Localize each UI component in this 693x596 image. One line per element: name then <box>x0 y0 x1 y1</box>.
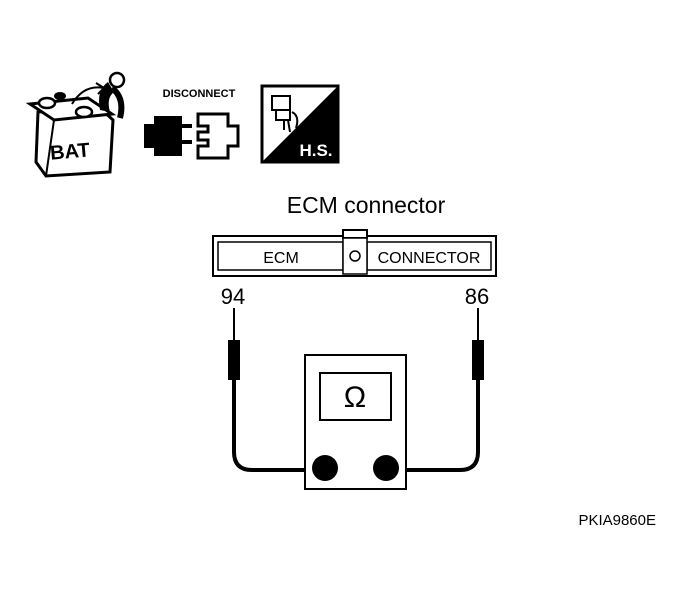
harness-side-label: H.S. <box>299 141 332 160</box>
meter-right-jack <box>373 455 399 481</box>
terminal-left-label: 94 <box>221 284 245 309</box>
battery-label: BAT <box>49 139 90 164</box>
figure-id: PKIA9860E <box>578 512 656 529</box>
right-probe <box>384 308 484 472</box>
disconnect-label: DISCONNECT <box>163 88 236 100</box>
harness-side-icon: H.S. <box>260 84 340 164</box>
connector-left-label: ECM <box>263 250 299 267</box>
connector-disconnect-icon: DISCONNECT <box>144 88 240 160</box>
left-probe <box>228 308 324 472</box>
connector-title: ECM connector <box>287 192 446 218</box>
ohmmeter-icon: Ω <box>304 354 407 490</box>
meter-left-jack <box>312 455 338 481</box>
battery-disconnect-icon: BAT <box>25 71 126 178</box>
ohm-symbol: Ω <box>344 381 366 414</box>
terminal-right-label: 86 <box>465 284 489 309</box>
connector-right-label: CONNECTOR <box>378 250 481 267</box>
ecm-connector: ECM CONNECTOR <box>212 229 497 277</box>
